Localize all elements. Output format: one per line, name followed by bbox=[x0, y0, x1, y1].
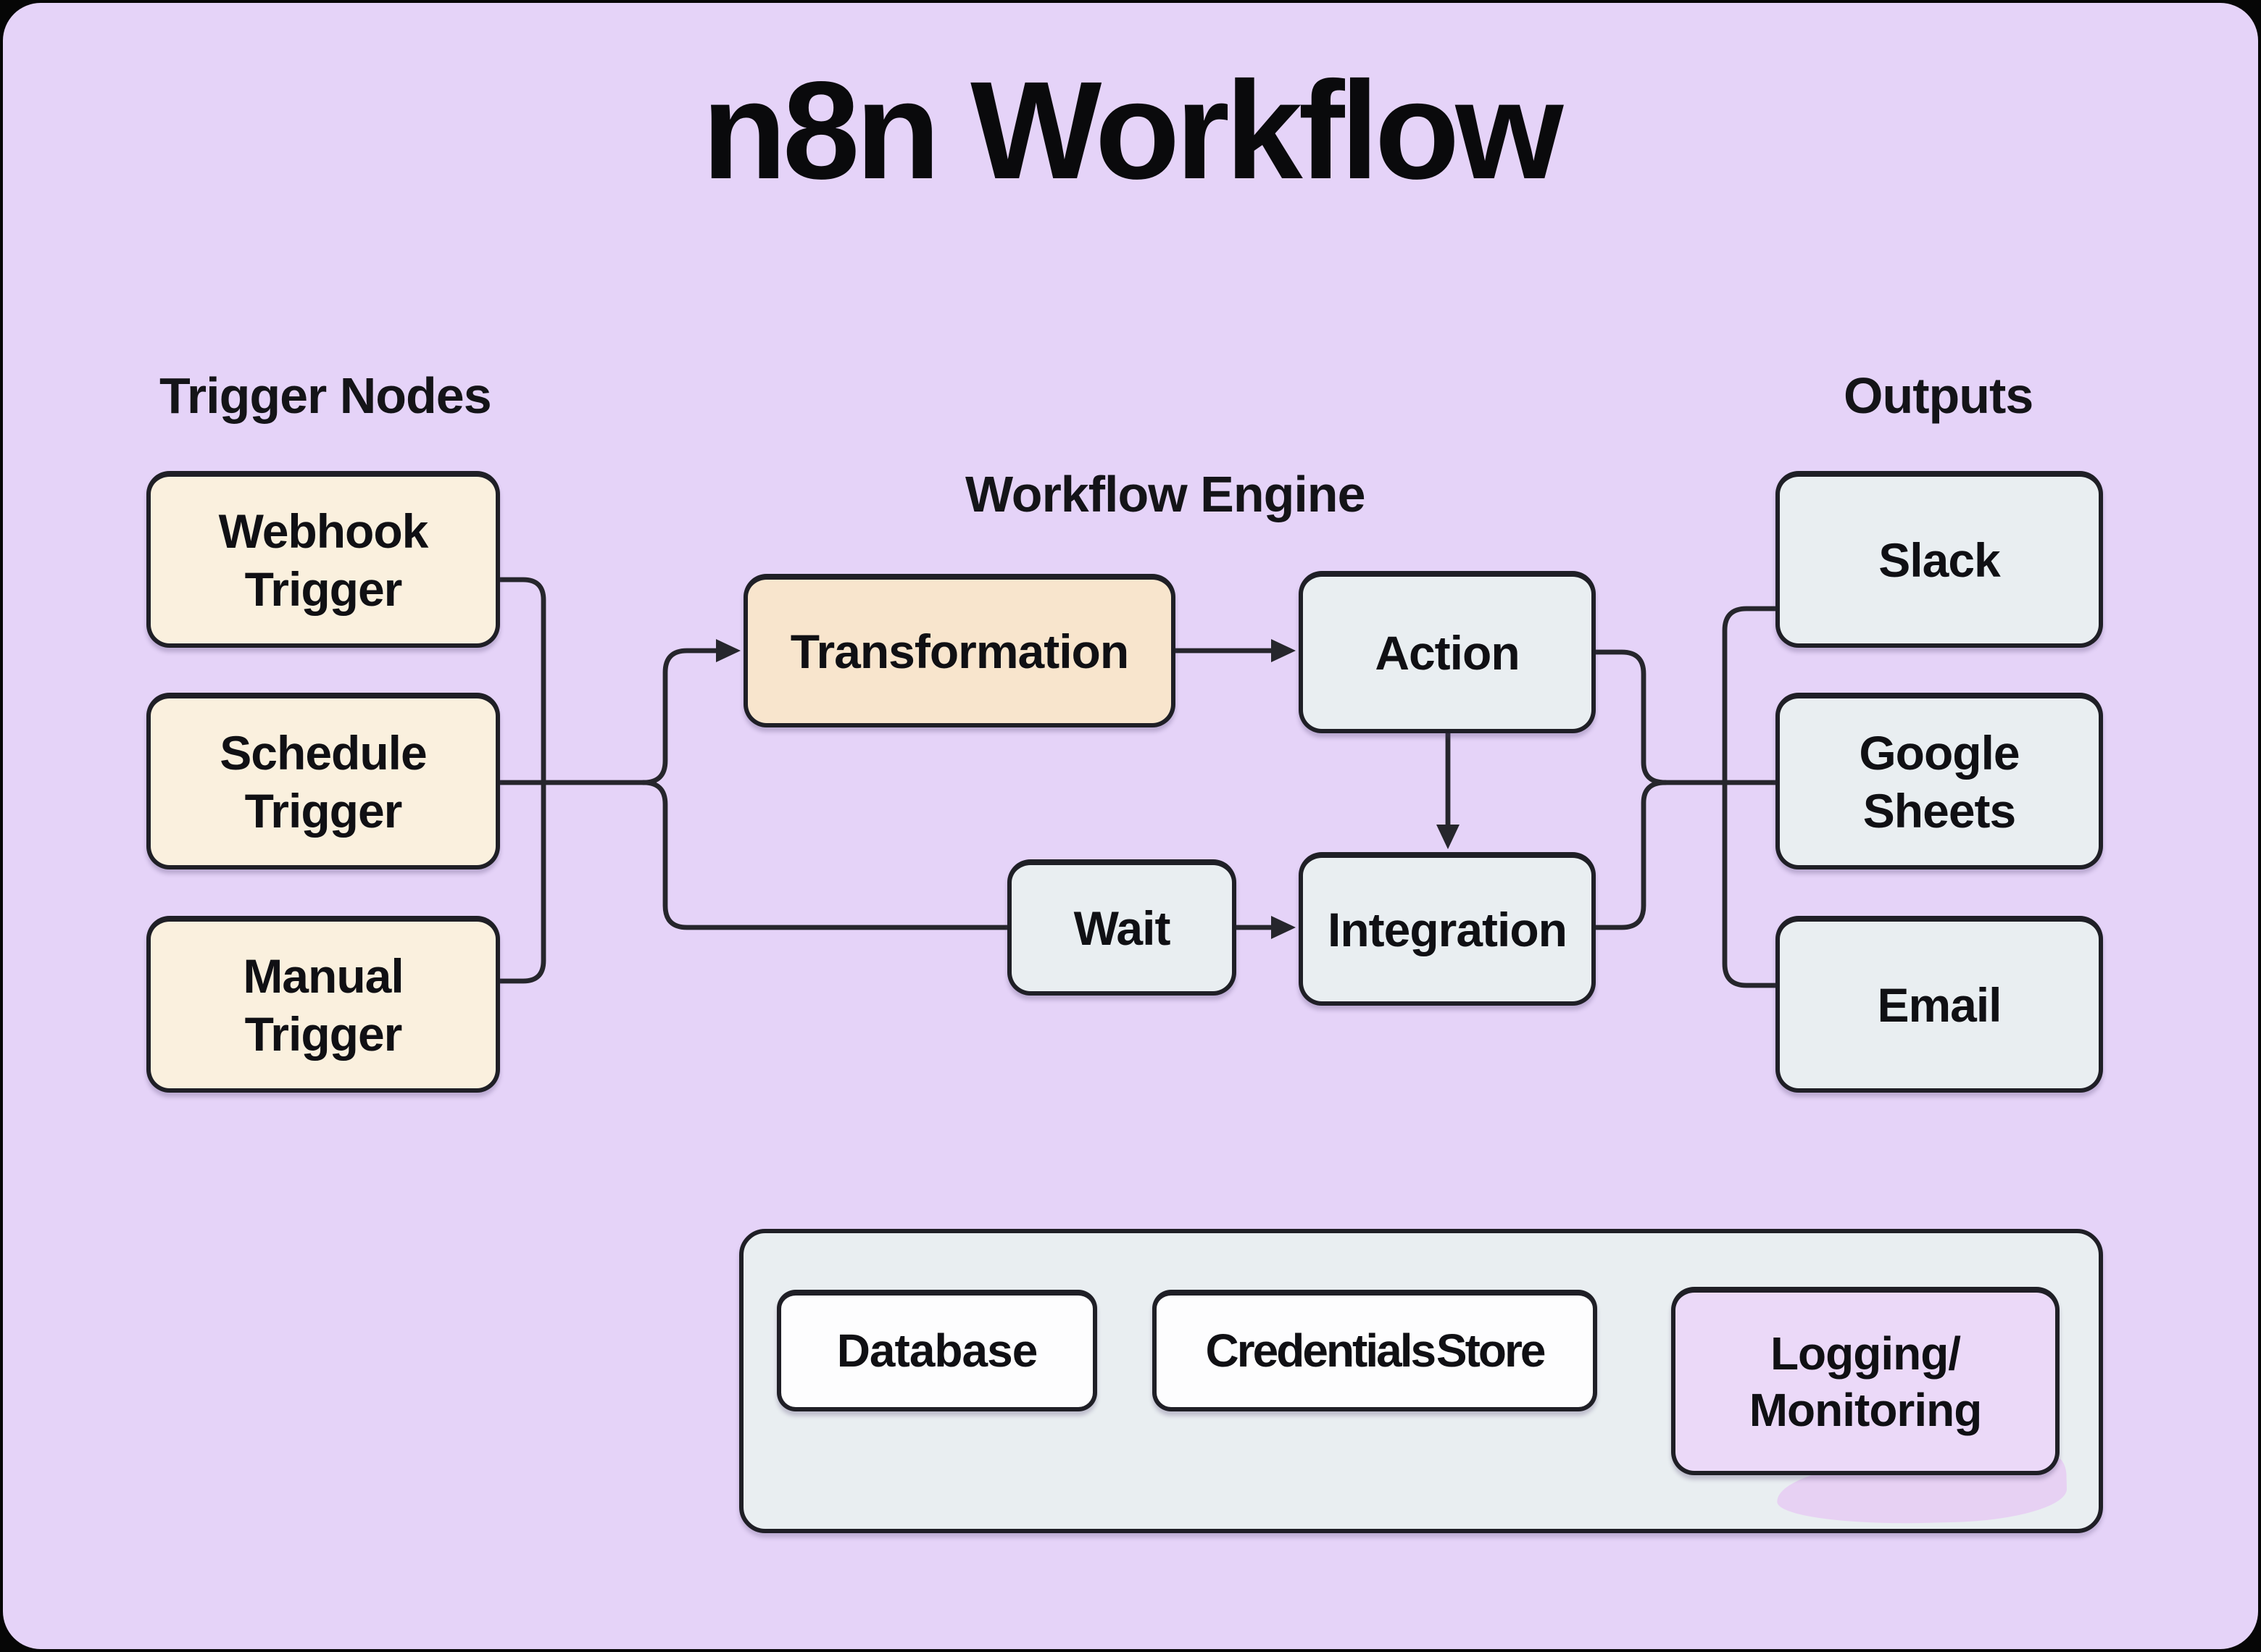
action-node: Action bbox=[1299, 571, 1596, 733]
database-node: Database bbox=[777, 1290, 1097, 1411]
logging-monitoring-node: Logging/ Monitoring bbox=[1671, 1287, 2060, 1475]
webhook-trigger-node: Webhook Trigger bbox=[146, 471, 500, 648]
workflow-engine-section-label: Workflow Engine bbox=[965, 467, 1365, 523]
slack-output-node: Slack bbox=[1775, 471, 2103, 648]
trigger-nodes-section-label: Trigger Nodes bbox=[159, 368, 492, 425]
integration-node: Integration bbox=[1299, 852, 1596, 1006]
manual-trigger-node: Manual Trigger bbox=[146, 916, 500, 1093]
credentials-store-node: Credentials Store bbox=[1152, 1290, 1597, 1411]
page-title: n8n Workflow bbox=[701, 54, 1563, 209]
email-output-node: Email bbox=[1775, 916, 2103, 1093]
wait-node: Wait bbox=[1007, 859, 1236, 996]
outputs-section-label: Outputs bbox=[1844, 368, 2033, 425]
schedule-trigger-node: Schedule Trigger bbox=[146, 693, 500, 869]
transformation-node: Transformation bbox=[744, 574, 1175, 727]
google-sheets-output-node: Google Sheets bbox=[1775, 693, 2103, 869]
